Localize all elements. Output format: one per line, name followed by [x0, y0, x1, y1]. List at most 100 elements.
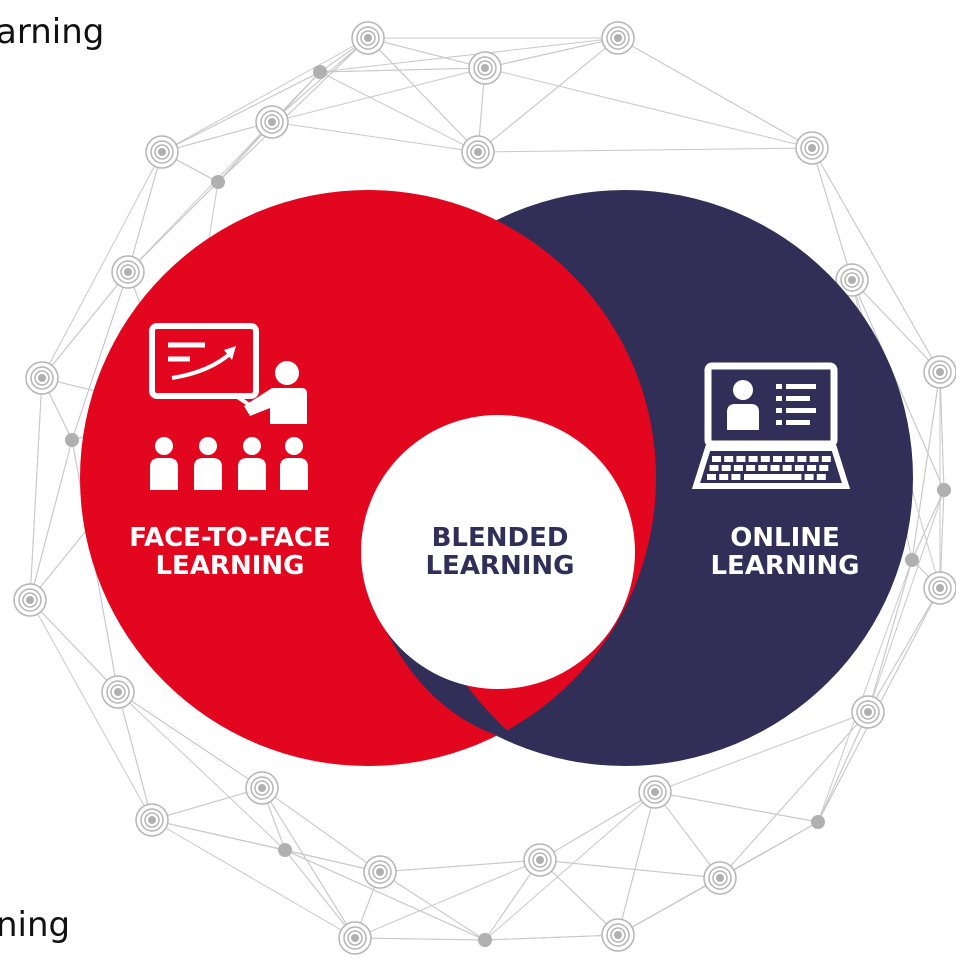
network-line [484, 67, 813, 149]
network-node-ring [347, 930, 363, 946]
keyboard-key [721, 465, 731, 471]
network-line [367, 37, 486, 69]
network-node-ring [647, 784, 663, 800]
keyboard-key [748, 456, 758, 462]
face-to-face-label-line2: LEARNING [155, 551, 305, 581]
network-line [271, 37, 369, 123]
network-line [271, 121, 479, 153]
network-line [484, 791, 656, 941]
network-node-ring [932, 580, 948, 596]
network-node [114, 688, 122, 696]
network-line [261, 787, 356, 939]
network-node-ring [22, 592, 38, 608]
network-node-ring [260, 110, 284, 134]
network-line [161, 37, 369, 153]
network-line [867, 559, 913, 713]
cropped-bottom-text: ning [0, 905, 71, 945]
face-to-face-label: FACE-TO-FACE LEARNING [105, 524, 355, 580]
network-node-ring [840, 268, 864, 292]
keyboard-key [731, 474, 741, 480]
network-line [654, 711, 869, 793]
network-background [13, 21, 956, 955]
network-node [376, 868, 384, 876]
network-line [117, 691, 263, 789]
network-node-ring [606, 26, 630, 50]
blended-label: BLENDED LEARNING [395, 524, 605, 580]
network-node-ring [610, 927, 626, 943]
network-node-ring [844, 272, 860, 288]
network-node-ring [712, 870, 728, 886]
network-line [817, 559, 913, 823]
blended-learning-circle [361, 415, 635, 689]
network-node-ring [528, 848, 552, 872]
network-node [936, 368, 944, 376]
network-node [65, 433, 79, 447]
network-line [477, 37, 619, 153]
keyboard-key [746, 465, 756, 471]
network-line [811, 147, 853, 281]
network-node-ring [150, 140, 174, 164]
network-line [151, 819, 356, 939]
keyboard-key [809, 456, 819, 462]
network-node-ring [120, 264, 136, 280]
network-node-ring [708, 866, 732, 890]
network-line [367, 37, 479, 153]
network-line [867, 489, 945, 713]
network-line [939, 371, 945, 491]
network-line [379, 871, 486, 941]
network-line [319, 67, 486, 73]
network-line [117, 691, 286, 851]
network-line [654, 791, 721, 879]
network-line [539, 859, 721, 879]
keyboard-key [712, 456, 721, 462]
keyboard-key [733, 465, 743, 471]
network-line [654, 791, 819, 823]
network-node [848, 276, 856, 284]
network-node [478, 933, 492, 947]
network-node [211, 175, 225, 189]
network-node-ring [360, 30, 376, 46]
network-node [536, 856, 544, 864]
keyboard-key [773, 456, 782, 462]
network-line [29, 599, 119, 693]
network-node-ring [18, 588, 42, 612]
network-node-ring [30, 366, 54, 390]
keyboard-key [794, 465, 804, 471]
network-node [148, 816, 156, 824]
network-line [319, 71, 479, 153]
keyboard-key [736, 456, 746, 462]
network-node-ring [473, 56, 497, 80]
network-line [379, 859, 541, 873]
keyboard-key [758, 465, 768, 471]
network-node-ring [368, 860, 392, 884]
network-node-ring [800, 136, 824, 160]
network-node [124, 268, 132, 276]
network-line [484, 37, 619, 69]
network-line [29, 377, 43, 601]
network-node-ring [928, 360, 952, 384]
network-node-ring [144, 812, 160, 828]
network-line [851, 279, 945, 491]
keyboard-key [785, 456, 795, 462]
network-line [851, 279, 941, 373]
keyboard-key [816, 474, 826, 480]
keyboard-key [782, 465, 792, 471]
network-node-ring [860, 704, 876, 720]
network-node-ring [477, 60, 493, 76]
laptop-profile-icon [691, 362, 851, 489]
network-line [71, 271, 129, 441]
network-line [817, 711, 869, 823]
keyboard-key [709, 465, 719, 471]
network-line [319, 37, 619, 73]
network-line [911, 371, 941, 561]
network-node [313, 65, 327, 79]
network-line [127, 121, 273, 273]
keyboard-key [821, 456, 831, 462]
network-node-ring [154, 144, 170, 160]
network-line [284, 849, 486, 941]
keyboard-key [719, 474, 729, 480]
keyboard-key [724, 456, 734, 462]
network-line [261, 787, 381, 873]
network-line [617, 791, 656, 936]
